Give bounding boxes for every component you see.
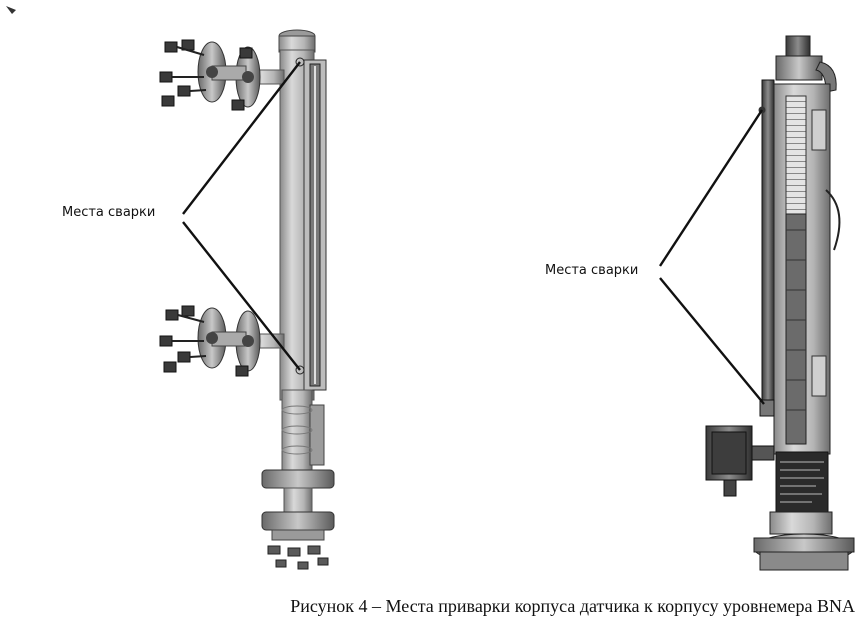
right-weld-callout: Места сварки — [544, 263, 640, 278]
left-weld-leader-lines — [182, 61, 301, 371]
corner-mark-icon — [6, 6, 16, 14]
right-level-gauge-photo — [705, 35, 855, 571]
figure-caption: Рисунок 4 – Места приварки корпуса датчи… — [290, 596, 855, 616]
figure-illustration — [6, 6, 855, 571]
left-level-gauge-drawing — [159, 29, 335, 570]
left-weld-callout: Места сварки — [61, 205, 157, 220]
right-weld-leader-lines — [658, 109, 765, 405]
